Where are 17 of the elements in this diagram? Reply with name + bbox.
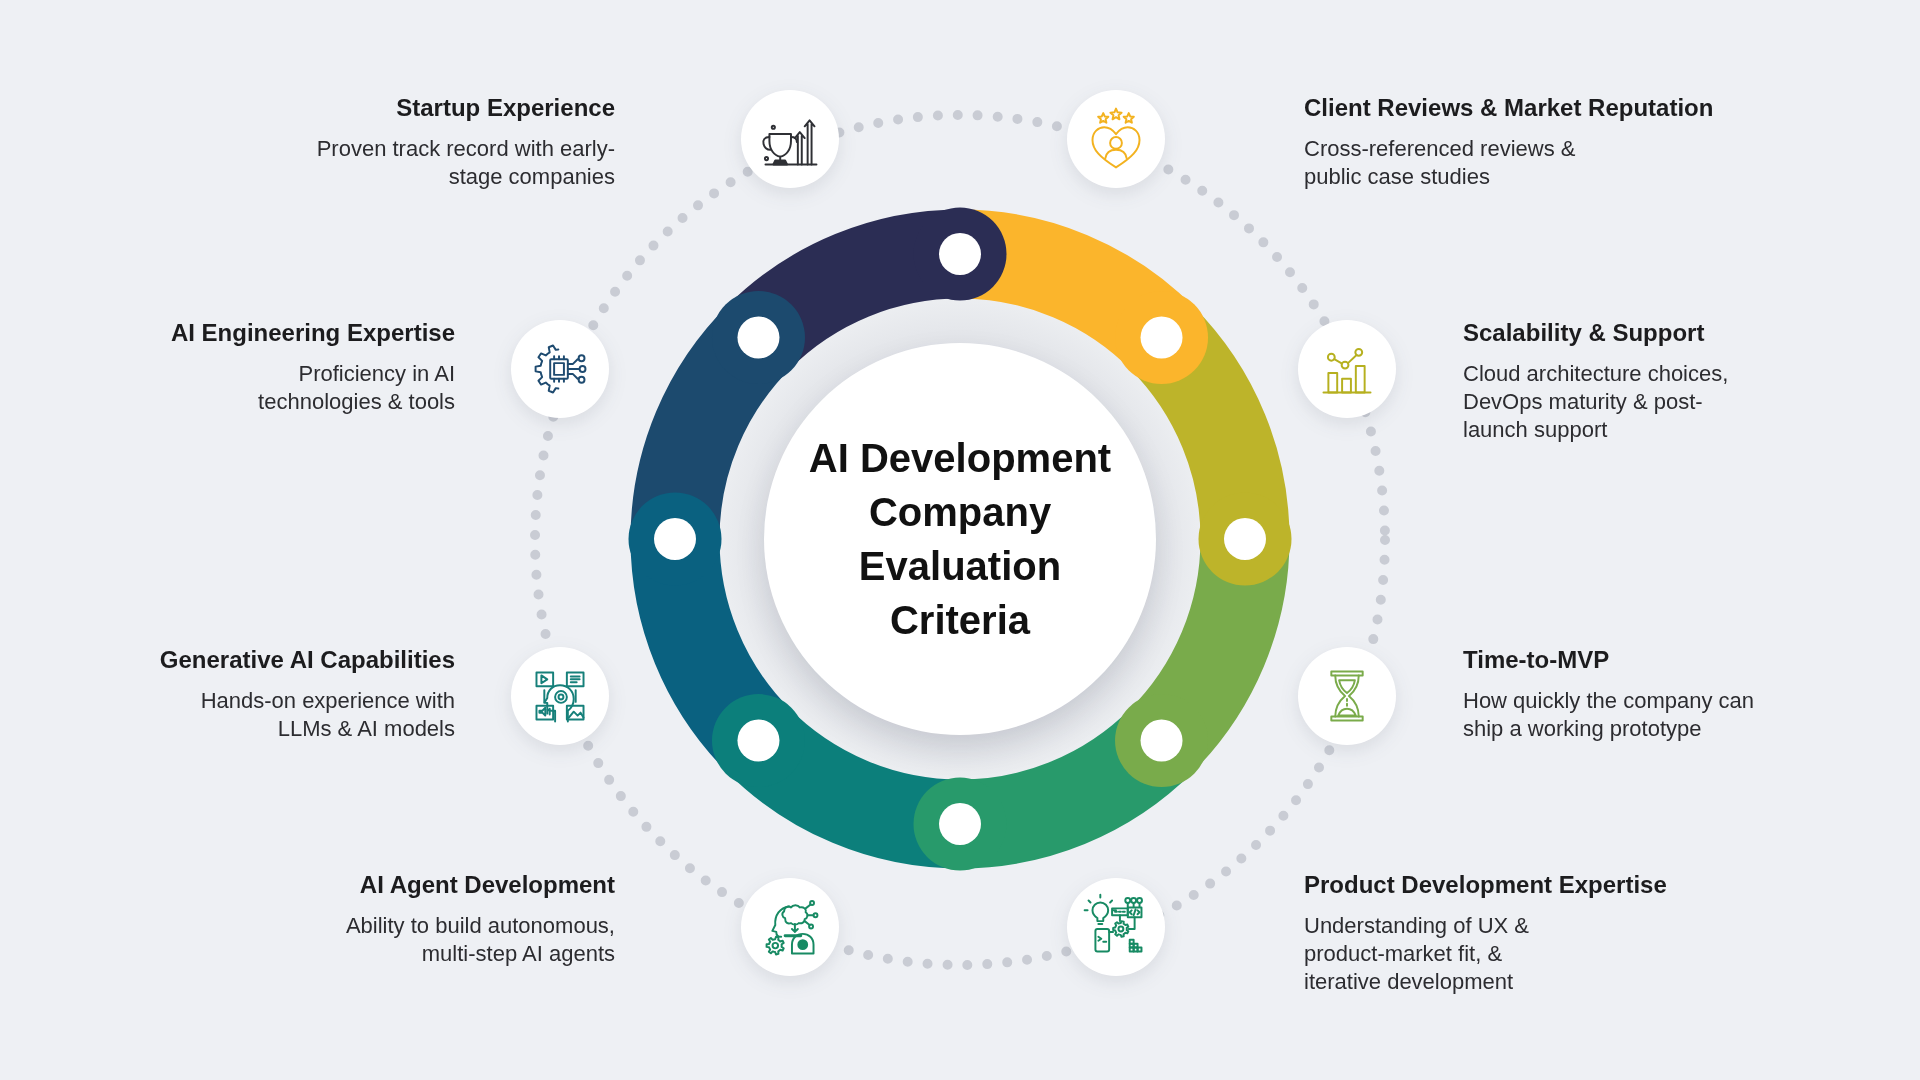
criterion-description: Proven track record with early-stage companies — [315, 135, 615, 191]
criterion-heading: Client Reviews & Market Reputation — [1304, 93, 1714, 123]
criterion-description: Cross-referenced reviews & public case studies — [1304, 135, 1577, 191]
criterion-heading: Product Development Expertise — [1304, 870, 1667, 900]
criterion-description: Cloud architecture choices, DevOps maturity & post-launch support — [1463, 360, 1730, 444]
criterion-heading: Startup Experience — [396, 93, 615, 123]
criterion-heading: AI Agent Development — [359, 870, 615, 900]
criterion-description: Hands-on experience with LLMs & AI models — [199, 687, 455, 743]
criterion-heading: Time-to-MVP — [1463, 645, 1610, 675]
criterion-description: Understanding of UX & product-market fit, & iterative development — [1304, 912, 1531, 996]
criterion-description: Proficiency in AI technologies & tools — [257, 360, 455, 416]
center-title: AI Development Company Evaluation Criteria — [807, 435, 1113, 644]
criterion-heading: Scalability & Support — [1463, 318, 1705, 348]
criterion-heading: AI Engineering Expertise — [170, 318, 455, 348]
criterion-description: Ability to build autonomous, multi-step AI agents — [344, 912, 615, 968]
criterion-description: How quickly the company can ship a working prototype — [1463, 687, 1756, 743]
criterion-heading: Generative AI Capabilities — [159, 645, 455, 675]
